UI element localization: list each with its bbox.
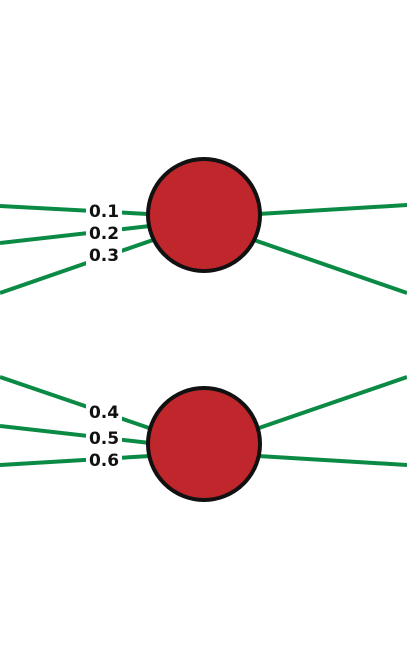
weight-label-bg-4 [86,402,122,422]
edge-neuron1-output-lower [253,238,407,295]
weight-label-2: 0.2 [89,224,119,244]
weight-label-6: 0.6 [89,451,119,471]
edge-input6-to-neuron2 [0,454,151,467]
weight-label-3: 0.3 [89,246,119,266]
weight-label-4: 0.4 [89,403,119,423]
weight-label-5: 0.5 [89,429,119,449]
edge-neuron2-output-lower [257,454,407,467]
weight-label-bg-3 [86,245,122,265]
edge-input5-to-neuron2 [0,424,151,445]
weight-label-bg-6 [86,450,122,470]
edge-input1-to-neuron1 [0,204,149,216]
weight-label-1: 0.1 [89,202,119,222]
edge-neuron2-output-upper [255,375,407,431]
weight-label-bg-5 [86,428,122,448]
neuron-lower [146,386,262,502]
edge-input3-to-neuron1 [0,238,154,295]
edge-input4-to-neuron2 [0,375,153,431]
edge-neuron1-output-upper [257,203,407,216]
neuron-upper [146,157,262,273]
weight-label-bg-1 [86,201,122,221]
weight-label-bg-2 [86,223,122,243]
edge-input2-to-neuron1 [0,224,151,245]
